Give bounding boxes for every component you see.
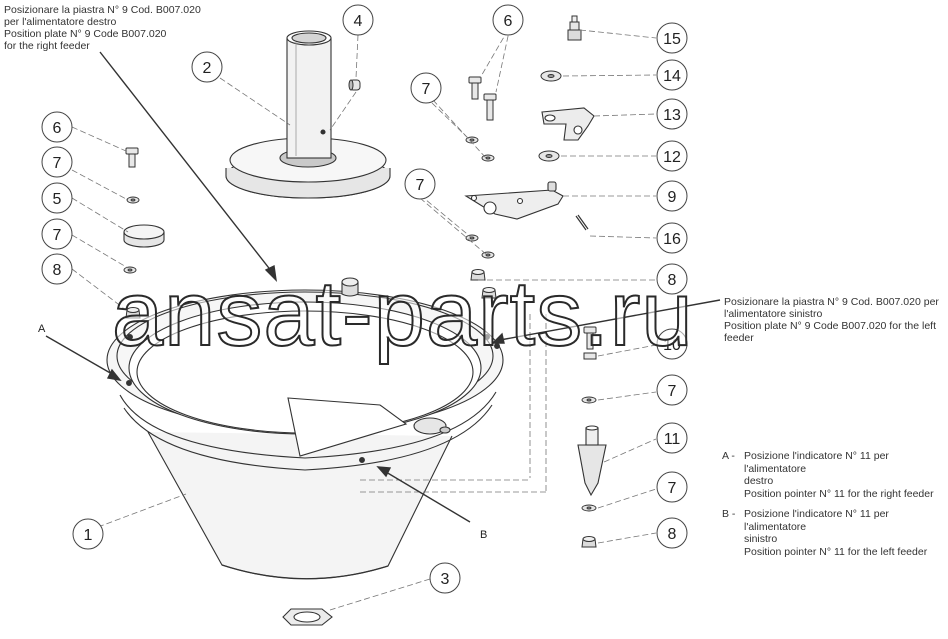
callout-6-left-label: 6 bbox=[53, 120, 62, 137]
callout-bubbles: 1 2 3 4 5 6 6 7 7 7 7 7 7 8 8 8 9 10 11 … bbox=[41, 4, 688, 594]
note-right-feeder-line1: Posizionare la piastra N° 9 Cod. B007.02… bbox=[4, 4, 201, 16]
callout-5-label: 5 bbox=[53, 191, 62, 208]
part-12-washer bbox=[538, 150, 560, 162]
callout-7-a: 7 bbox=[41, 146, 73, 178]
callout-15-label: 15 bbox=[663, 31, 681, 48]
point-label-b: B bbox=[480, 529, 487, 541]
callout-11: 11 bbox=[656, 422, 688, 454]
note-right-feeder-line2: per l'alimentatore destro bbox=[4, 16, 117, 28]
callout-8-a: 8 bbox=[41, 253, 73, 285]
callout-5: 5 bbox=[41, 182, 73, 214]
callout-7-a-label: 7 bbox=[53, 155, 62, 172]
legend-a-line1: Posizione l'indicatore N° 11 per l'alime… bbox=[744, 450, 889, 475]
callout-7-b-label: 7 bbox=[53, 227, 62, 244]
callout-13-label: 13 bbox=[663, 107, 681, 124]
callout-1-label: 1 bbox=[84, 527, 93, 544]
callout-7-e: 7 bbox=[656, 374, 688, 406]
part-5-cap bbox=[123, 224, 165, 248]
callout-8-c: 8 bbox=[656, 517, 688, 549]
callout-1: 1 bbox=[72, 518, 104, 550]
legend-b-key: B - bbox=[722, 508, 736, 520]
callout-3: 3 bbox=[429, 562, 461, 594]
callout-14: 14 bbox=[656, 59, 688, 91]
callout-11-label: 11 bbox=[664, 431, 681, 448]
note-left-feeder-line2: l'alimentatore sinistro bbox=[724, 308, 823, 320]
legend-b: B - Posizione l'indicatore N° 11 per l'a… bbox=[722, 508, 944, 558]
part-13-bracket bbox=[541, 107, 595, 141]
legend-b-line3: Position pointer N° 11 for the left feed… bbox=[744, 545, 928, 558]
callout-8-c-label: 8 bbox=[668, 526, 677, 543]
legend-b-line2: sinistro bbox=[744, 533, 778, 545]
note-right-feeder-line3: Position plate N° 9 Code B007.020 bbox=[4, 28, 167, 40]
callout-9-label: 9 bbox=[668, 189, 677, 206]
callout-6-left: 6 bbox=[41, 111, 73, 143]
part-1-hopper-bowl bbox=[106, 277, 504, 580]
watermark: ansat-parts.ru bbox=[111, 263, 694, 365]
callout-7-c: 7 bbox=[410, 72, 442, 104]
note-left-feeder: Posizionare la piastra N° 9 Cod. B007.02… bbox=[724, 296, 939, 344]
callout-7-c-label: 7 bbox=[422, 81, 431, 98]
legend-a-line3: Position pointer N° 11 for the right fee… bbox=[744, 487, 934, 500]
part-8-nuts bbox=[125, 269, 597, 548]
callout-13: 13 bbox=[656, 98, 688, 130]
callout-7-d-label: 7 bbox=[416, 177, 425, 194]
part-11-pointer bbox=[577, 425, 607, 497]
part-4-pin bbox=[348, 79, 361, 91]
callout-8-b: 8 bbox=[656, 263, 688, 295]
part-3-flange bbox=[282, 608, 333, 626]
part-6-screws bbox=[125, 76, 597, 350]
note-left-feeder-line4: feeder bbox=[724, 332, 754, 344]
callout-2: 2 bbox=[191, 51, 223, 83]
callout-7-f-label: 7 bbox=[668, 480, 677, 497]
callout-4-label: 4 bbox=[354, 13, 363, 30]
callout-14-label: 14 bbox=[663, 68, 681, 85]
part-2-tube-and-disc bbox=[225, 30, 391, 199]
callout-6-right-label: 6 bbox=[504, 13, 513, 30]
callout-8-b-label: 8 bbox=[668, 272, 677, 289]
part-10-bolt bbox=[583, 352, 597, 360]
legend-a-line2: destro bbox=[744, 475, 774, 487]
callout-12-label: 12 bbox=[663, 149, 681, 166]
callout-10-label: 10 bbox=[663, 337, 681, 354]
callout-7-d: 7 bbox=[404, 168, 436, 200]
callout-4: 4 bbox=[342, 4, 374, 36]
callout-15: 15 bbox=[656, 22, 688, 54]
note-right-feeder-line4: for the right feeder bbox=[4, 40, 90, 52]
callout-16: 16 bbox=[656, 222, 688, 254]
callout-16-label: 16 bbox=[663, 231, 681, 248]
note-right-feeder: Posizionare la piastra N° 9 Cod. B007.02… bbox=[4, 4, 201, 52]
legend-a-key: A - bbox=[722, 450, 735, 462]
part-15-pin bbox=[567, 15, 582, 41]
legend-b-line1: Posizione l'indicatore N° 11 per l'alime… bbox=[744, 508, 889, 533]
note-left-feeder-line1: Posizionare la piastra N° 9 Cod. B007.02… bbox=[724, 296, 939, 308]
part-14-washer bbox=[540, 70, 562, 82]
part-16-spring-pin bbox=[575, 214, 589, 231]
callout-8-a-label: 8 bbox=[53, 262, 62, 279]
callout-3-label: 3 bbox=[441, 571, 450, 588]
callout-10: 10 bbox=[656, 328, 688, 360]
note-left-feeder-line3: Position plate N° 9 Code B007.020 for th… bbox=[724, 320, 936, 332]
part-9-plate bbox=[464, 181, 564, 220]
callout-2-label: 2 bbox=[203, 60, 212, 77]
callout-7-e-label: 7 bbox=[668, 383, 677, 400]
point-label-a: A bbox=[38, 323, 46, 335]
pointer-arrows bbox=[45, 51, 721, 523]
callout-7-b: 7 bbox=[41, 218, 73, 250]
callout-12: 12 bbox=[656, 140, 688, 172]
legend-a: A - Posizione l'indicatore N° 11 per l'a… bbox=[722, 450, 944, 500]
callout-9: 9 bbox=[656, 180, 688, 212]
callout-7-f: 7 bbox=[656, 471, 688, 503]
callout-6-right: 6 bbox=[492, 4, 524, 36]
